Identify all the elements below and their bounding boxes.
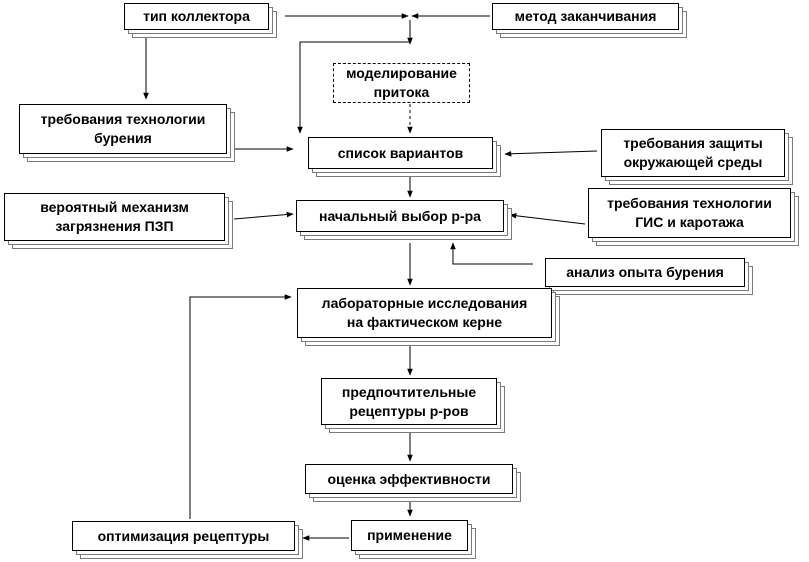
node-label: требования технологии ГИС и каротажа bbox=[607, 195, 772, 230]
arrow-gis-to-initial bbox=[509, 212, 586, 225]
node-drilling-tech-requirements: требования технологии бурения bbox=[19, 104, 227, 154]
node-drilling-experience: анализ опыта бурения bbox=[545, 258, 745, 287]
node-completion-method: метод заканчивания bbox=[492, 3, 679, 30]
node-initial-fluid-choice: начальный выбор р-ра bbox=[296, 200, 504, 232]
node-label: анализ опыта бурения bbox=[566, 264, 724, 280]
node-contamination-mechanism: вероятный механизм загрязнения ПЗП bbox=[4, 193, 225, 241]
arrow-merge-to-options bbox=[297, 41, 410, 134]
node-label: метод заканчивания bbox=[514, 8, 657, 24]
node-inflow-modeling: моделирование притока bbox=[333, 63, 470, 103]
node-collector-type: тип коллектора bbox=[124, 3, 269, 30]
node-application: применение bbox=[351, 520, 468, 551]
node-efficiency-assessment: оценка эффективности bbox=[305, 464, 513, 494]
node-label: требования технологии бурения bbox=[40, 111, 206, 146]
node-label: тип коллектора bbox=[143, 8, 250, 24]
node-label: вероятный механизм загрязнения ПЗП bbox=[40, 199, 189, 234]
node-options-list: список вариантов bbox=[308, 137, 493, 169]
node-label: оценка эффективности bbox=[327, 470, 491, 487]
arrow-optimization-to-lab bbox=[189, 294, 292, 519]
node-gis-logging-requirements: требования технологии ГИС и каротажа bbox=[588, 188, 791, 238]
node-label: предпочтительные рецептуры р-ров bbox=[341, 383, 477, 419]
node-label: начальный выбор р-ра bbox=[319, 207, 481, 224]
node-recipe-optimization: оптимизация рецептуры bbox=[72, 521, 295, 551]
node-label: оптимизация рецептуры bbox=[97, 527, 270, 544]
arrow-contamination-to-initial bbox=[233, 211, 294, 220]
node-label: требования защиты окружающей среды bbox=[623, 135, 763, 170]
node-label: моделирование притока bbox=[346, 65, 457, 100]
node-core-lab-studies: лабораторные исследования на фактическом… bbox=[297, 288, 552, 338]
arrow-environment-to-options bbox=[504, 150, 598, 157]
node-environment-requirements: требования защиты окружающей среды bbox=[601, 129, 785, 177]
node-preferred-recipes: предпочтительные рецептуры р-ров bbox=[321, 378, 497, 425]
node-label: лабораторные исследования на фактическом… bbox=[321, 295, 528, 330]
node-label: применение bbox=[367, 527, 452, 543]
arrow-experience-to-initial bbox=[450, 242, 533, 265]
node-label: список вариантов bbox=[337, 144, 464, 161]
